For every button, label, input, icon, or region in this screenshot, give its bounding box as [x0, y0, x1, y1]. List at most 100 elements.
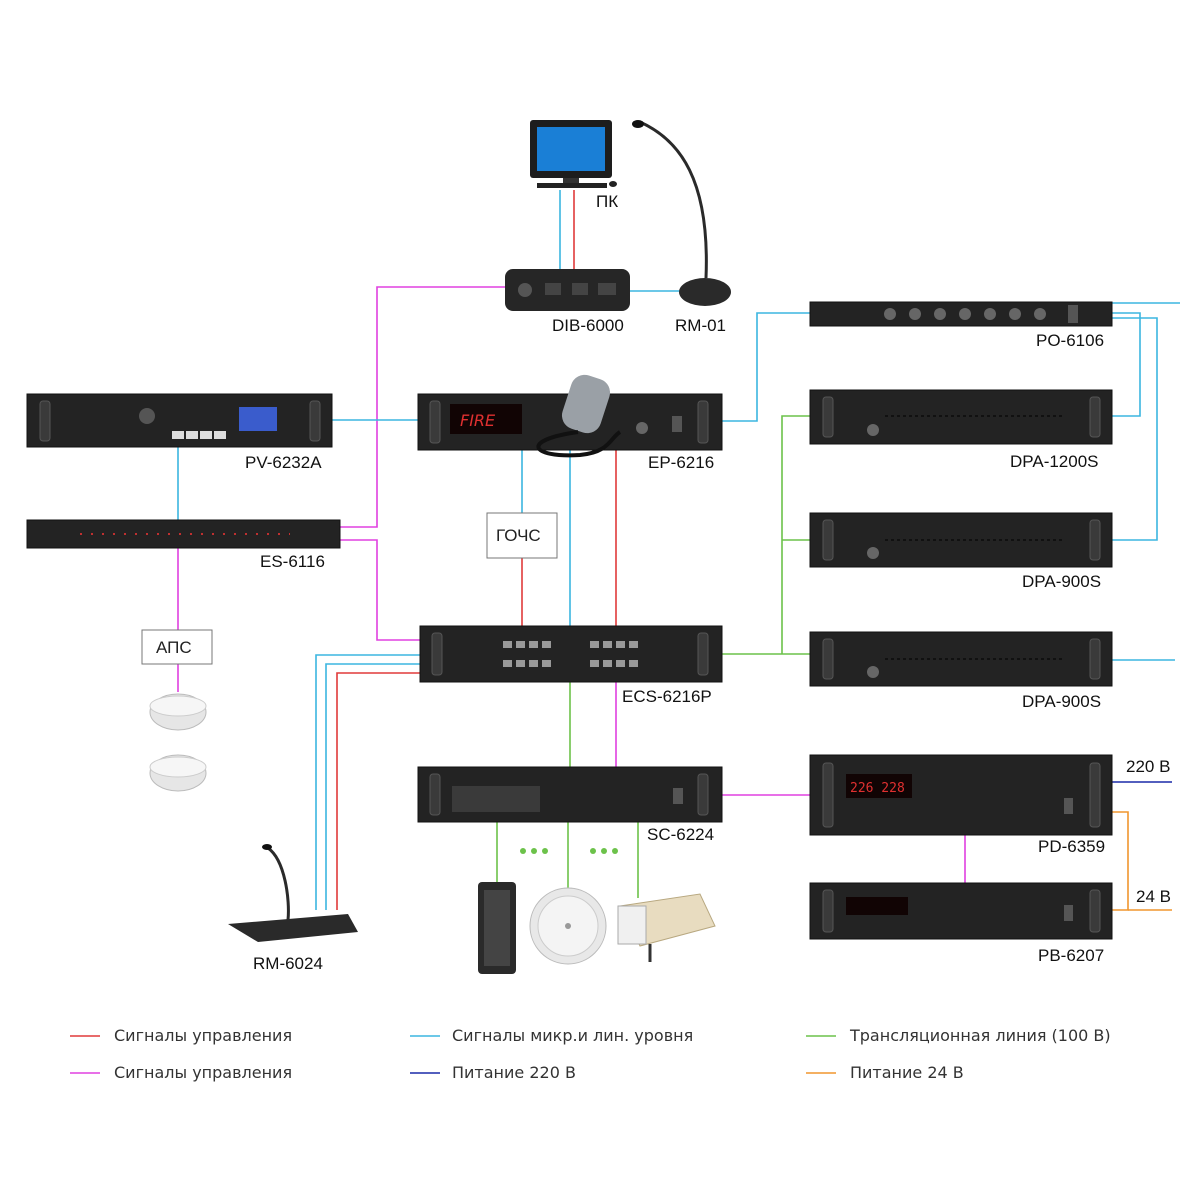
dpa900b-body: [809, 631, 1113, 687]
pb-display: [846, 897, 908, 915]
pv-btn-4: [214, 431, 226, 439]
more-speakers-dots: [520, 848, 618, 854]
rm6024-base: [228, 914, 358, 942]
ep-knob: [636, 422, 648, 434]
rm01-device: [632, 120, 731, 306]
legend-item: Сигналы микр.и лин. уровня: [410, 1026, 693, 1045]
svg-text:Трансляционная линия (100 В): Трансляционная линия (100 В): [849, 1026, 1111, 1045]
dpa900a-handle-right: [1089, 519, 1101, 561]
line-es-ecs-magenta: [340, 539, 420, 641]
pd-display-text: 226 228: [850, 781, 905, 796]
line-ecs-rm6024-cyan2: [325, 663, 420, 910]
horn-speaker-icon: [617, 893, 716, 962]
dpa900a-body: [809, 512, 1113, 568]
line-ecs-rm6024-red: [336, 672, 420, 910]
pd-display: [846, 774, 912, 798]
line-po-dpa1200: [1110, 312, 1141, 417]
pv-btn-1: [172, 431, 184, 439]
line-ep-po: [722, 312, 812, 422]
ecs-device: [419, 625, 723, 683]
pd-switch: [1064, 798, 1073, 814]
dib-port-a: [545, 283, 561, 295]
dpa900a-label: DPA-900S: [1022, 572, 1101, 591]
smoke-detector-icon: [149, 693, 207, 792]
legend-item: Трансляционная линия (100 В): [806, 1026, 1111, 1045]
dib-label: DIB-6000: [552, 316, 624, 335]
line-dib-es-magenta: [340, 286, 505, 528]
dpa1200-handle-left: [822, 396, 834, 438]
pb-switch: [1064, 905, 1073, 921]
legend: Сигналы управления Сигналы микр.и лин. у…: [70, 1026, 1111, 1082]
dib-body: [505, 269, 630, 311]
rm01-gooseneck: [639, 120, 708, 279]
pc-label: ПК: [596, 192, 618, 211]
dpa1200-device: [809, 389, 1113, 445]
dpa900b-device: [809, 631, 1113, 687]
pv-handle-right: [309, 400, 321, 442]
rm01-base: [679, 278, 731, 306]
svg-text:Питание 24 В: Питание 24 В: [850, 1063, 964, 1082]
dpa900a-device: [809, 512, 1113, 568]
pc-keyboard: [537, 183, 607, 188]
pv-knob: [139, 408, 155, 424]
pv-label: PV-6232A: [245, 453, 322, 472]
pb-device: [809, 882, 1113, 940]
dpa1200-knob: [867, 424, 879, 436]
rm01-label: RM-01: [675, 316, 726, 335]
svg-text:Сигналы управления: Сигналы управления: [114, 1026, 292, 1045]
gochs-box: [486, 512, 558, 559]
ep-device: FIRE: [417, 374, 723, 458]
legend-item: Сигналы управления: [70, 1026, 292, 1045]
sc-switch: [673, 788, 683, 804]
dib-device: [505, 269, 630, 311]
pd-handle-right: [1089, 762, 1101, 828]
sc-label: SC-6224: [647, 825, 714, 844]
svg-text:Сигналы микр.и лин. уровня: Сигналы микр.и лин. уровня: [452, 1026, 693, 1045]
pv-lcd: [239, 407, 277, 431]
ecs-buttons: [503, 641, 638, 667]
power-24-label: 24 В: [1136, 887, 1171, 906]
line-power-24: [1112, 811, 1129, 911]
pc-device: [530, 120, 617, 188]
ep-switch: [672, 416, 682, 432]
rm01-mic-head: [632, 120, 644, 128]
ecs-handle-right: [697, 632, 709, 676]
legend-item: Питание 24 В: [806, 1063, 964, 1082]
po-label: PO-6106: [1036, 331, 1104, 350]
po-switch: [1068, 305, 1078, 323]
dpa900b-label: DPA-900S: [1022, 692, 1101, 711]
line-green-bus: [781, 415, 812, 654]
legend-item: Питание 220 В: [410, 1063, 576, 1082]
sc-handle-left: [429, 773, 441, 816]
po-device: [809, 301, 1113, 327]
dib-port-b: [572, 283, 588, 295]
ecs-handle-left: [431, 632, 443, 676]
pc-mouse: [609, 181, 617, 187]
ep-handle-left: [429, 400, 441, 444]
ceiling-speaker-icon: [529, 887, 607, 965]
svg-text:Сигналы управления: Сигналы управления: [114, 1063, 292, 1082]
rm6024-gooseneck: [267, 846, 290, 921]
dpa1200-body: [809, 389, 1113, 445]
power-220-label: 220 В: [1126, 757, 1170, 776]
ep-display-text: FIRE: [460, 411, 496, 430]
ep-display: [450, 404, 522, 434]
pb-label: PB-6207: [1038, 946, 1104, 965]
ecs-label: ECS-6216P: [622, 687, 712, 706]
pd-handle-left: [822, 762, 834, 828]
dpa1200-label: DPA-1200S: [1010, 452, 1099, 471]
pb-handle-left: [822, 889, 834, 933]
dib-port-c: [598, 283, 616, 295]
line-po-dpa900a: [1110, 317, 1158, 541]
rm6024-device: [228, 844, 358, 942]
pd-device: 226 228: [809, 754, 1113, 836]
dib-knob: [518, 283, 532, 297]
sc-panel: [452, 786, 540, 812]
column-speaker-icon: [478, 882, 516, 974]
aps-box: [141, 629, 213, 665]
pv-device: [26, 393, 333, 448]
dpa900b-knob: [867, 666, 879, 678]
connection-lines: [177, 190, 1180, 911]
pv-handle-left: [39, 400, 51, 442]
